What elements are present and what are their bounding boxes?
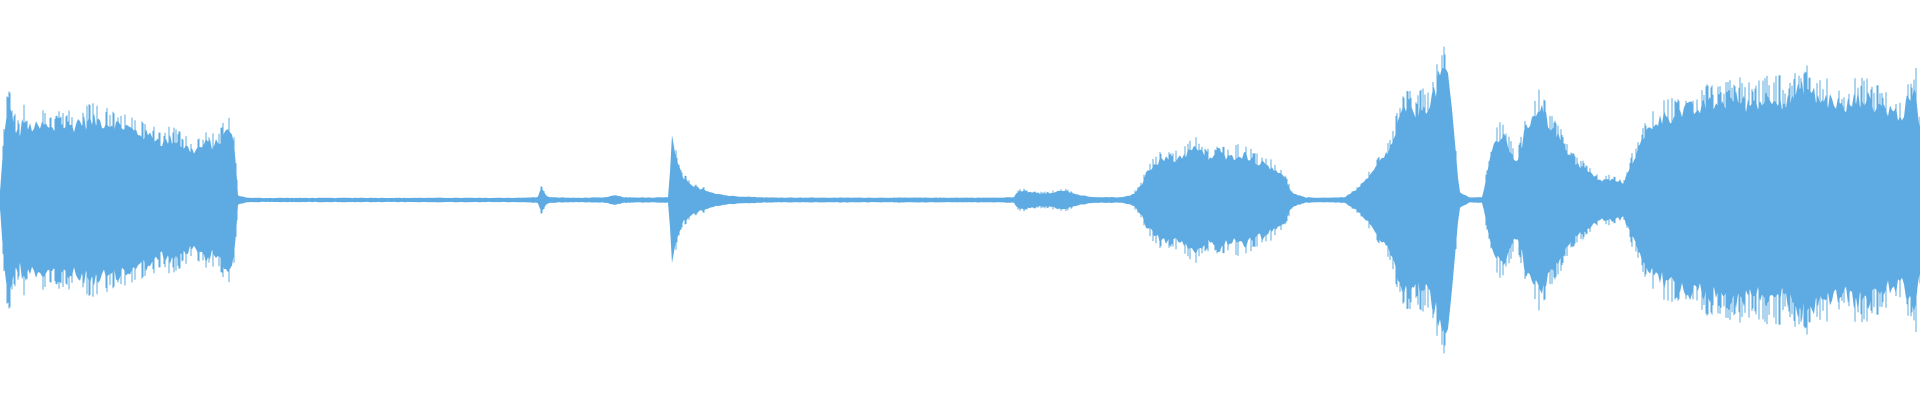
waveform-graphic (0, 46, 1920, 354)
